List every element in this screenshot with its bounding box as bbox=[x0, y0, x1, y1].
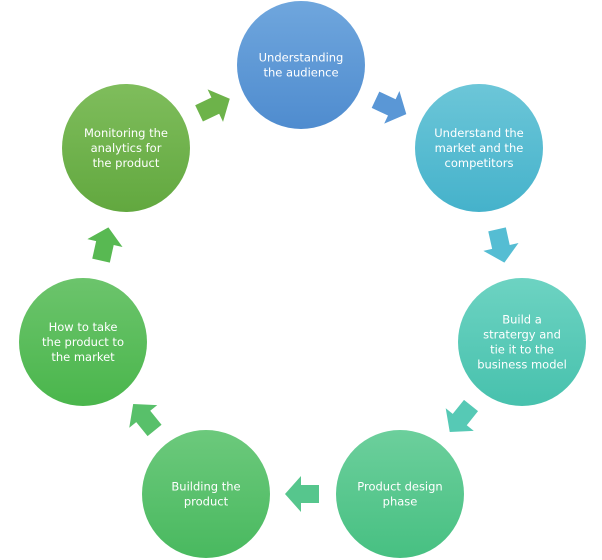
flow-arrow-icon bbox=[483, 227, 519, 263]
step-label-line: competitors bbox=[445, 156, 514, 170]
step-label-line: the product to bbox=[42, 335, 124, 349]
step-label-line: business model bbox=[477, 358, 567, 372]
step-label-line: phase bbox=[383, 495, 418, 509]
step-label-line: the product bbox=[93, 156, 160, 170]
step-circle bbox=[415, 84, 543, 212]
step-circle bbox=[458, 278, 586, 406]
step-label-line: the market bbox=[51, 350, 115, 364]
step-label-line: product bbox=[184, 495, 229, 509]
step-label-line: stratergy and bbox=[483, 328, 561, 342]
step-label-line: Product design bbox=[357, 480, 442, 494]
step-label-line: tie it to the bbox=[490, 343, 554, 357]
step-circle bbox=[142, 430, 270, 558]
step-label-line: Building the bbox=[171, 480, 240, 494]
flow-arrow-icon bbox=[371, 91, 407, 124]
step-label-line: Monitoring the bbox=[84, 126, 168, 140]
flow-arrow-icon bbox=[87, 227, 123, 263]
step-label-line: Understand the bbox=[434, 126, 523, 140]
arrows-layer bbox=[87, 89, 519, 512]
step-label-line: Build a bbox=[502, 313, 542, 327]
flow-arrow-icon bbox=[129, 404, 162, 437]
flow-arrow-icon bbox=[285, 476, 319, 512]
step-circle bbox=[237, 1, 365, 129]
step-circle bbox=[62, 84, 190, 212]
step-label-line: How to take bbox=[49, 320, 118, 334]
step-label-line: the audience bbox=[263, 66, 338, 80]
step-circle bbox=[19, 278, 147, 406]
step-circle bbox=[336, 430, 464, 558]
flow-arrow-icon bbox=[195, 89, 230, 122]
step-label-line: Understanding bbox=[259, 51, 344, 65]
step-label-line: analytics for bbox=[91, 141, 162, 155]
flow-arrow-icon bbox=[445, 399, 479, 433]
step-label-line: market and the bbox=[435, 141, 524, 155]
